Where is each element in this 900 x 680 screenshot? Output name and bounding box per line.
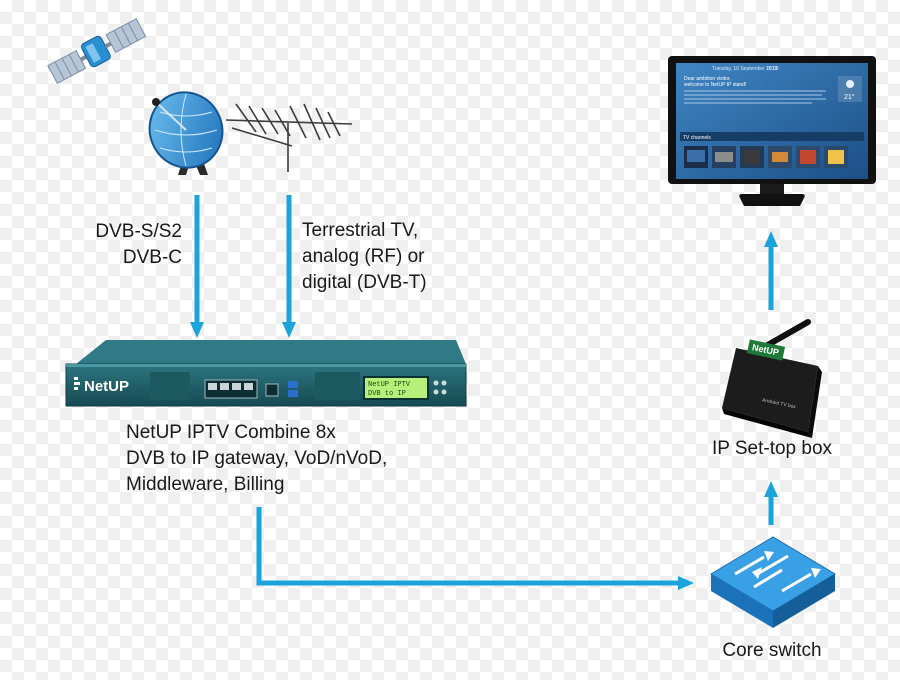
satellite-signal-label: DVB-S/S2 DVB-C: [58, 219, 182, 271]
netup-logo: NetUP: [74, 377, 129, 395]
tv-menu-bar: TV channels: [680, 132, 864, 141]
connection-arrows: [190, 195, 778, 590]
tv-body-text-lines: [684, 90, 826, 104]
satellite-signal-line-2: DVB-C: [122, 247, 182, 268]
gateway-caption-line-3: Middleware, Billing: [126, 474, 285, 495]
gateway-brand-text: NetUP: [84, 378, 129, 395]
gateway-vent-grille: [150, 372, 360, 400]
iptv-gateway-device: NetUP NetUP IPTV DVB to IP: [65, 340, 467, 407]
terrestrial-signal-line-3: digital (DVB-T): [302, 272, 427, 293]
gateway-buttons: [433, 380, 447, 395]
terrestrial-signal-label: Terrestrial TV, analog (RF) or digital (…: [302, 218, 427, 296]
tv-topbar-date: Tuesday, 10 September 2013: [712, 66, 778, 72]
gateway-caption-line-1: NetUP IPTV Combine 8x: [126, 422, 336, 443]
tv-topbar-time: 19:00: [766, 66, 779, 72]
arrow-switch-to-settop: [764, 481, 778, 525]
settop-box-label: IP Set-top box: [711, 438, 833, 459]
arrow-antenna-to-gateway: [282, 195, 296, 338]
arrow-satellite-to-gateway: [190, 195, 204, 338]
tv-weather-temp: 21°: [844, 93, 855, 101]
satellite-signal-line-1: DVB-S/S2: [95, 221, 182, 242]
tv-weather-widget: 21°: [838, 76, 862, 102]
terrestrial-signal-line-1: Terrestrial TV,: [302, 220, 419, 241]
ethernet-ports: [204, 379, 298, 399]
settop-box-icon: NetUP Android TV box: [722, 319, 822, 438]
arrow-settop-to-tv: [764, 231, 778, 310]
satellite-dish-icon: [148, 91, 224, 175]
terrestrial-signal-line-2: analog (RF) or: [302, 246, 425, 267]
tv-tiles: [684, 146, 848, 168]
tv-welcome-line-2: welcome to NetUP IP stand!: [684, 82, 746, 88]
gateway-lcd-display: NetUP IPTV DVB to IP: [363, 376, 429, 400]
gateway-caption: NetUP IPTV Combine 8x DVB to IP gateway,…: [126, 420, 387, 498]
satellite-icon: [47, 18, 147, 85]
terrestrial-antenna-icon: [225, 103, 353, 172]
tv-menu-tab-1: TV channels: [683, 135, 711, 141]
core-switch-icon: [710, 536, 836, 628]
core-switch-label: Core switch: [722, 640, 822, 661]
television-icon: Tuesday, 10 September 2013 19:00 Dear am…: [668, 56, 876, 206]
settop-badge: NetUP: [746, 339, 786, 361]
lcd-line-2: DVB to IP: [368, 390, 406, 398]
gateway-caption-line-2: DVB to IP gateway, VoD/nVoD,: [126, 448, 388, 469]
arrow-gateway-to-switch: [256, 507, 694, 590]
lcd-line-1: NetUP IPTV: [368, 381, 411, 389]
tv-welcome-line-1: Dear ambition visitor,: [684, 76, 731, 82]
